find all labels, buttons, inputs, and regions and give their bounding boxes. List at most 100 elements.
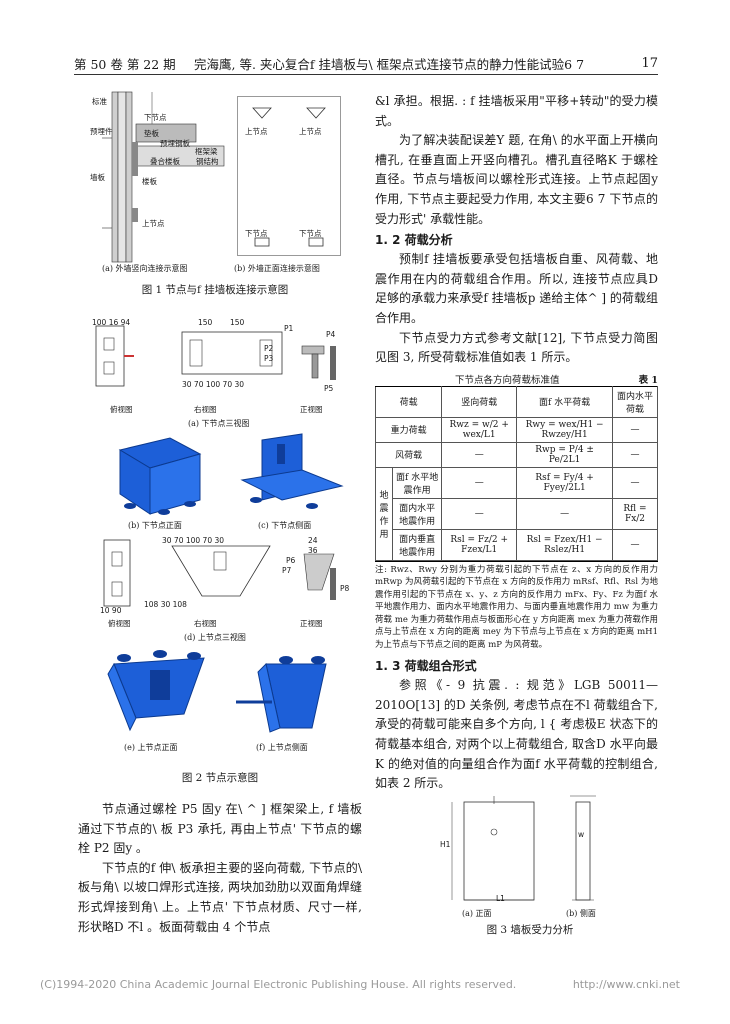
table-1-row-seismic-in: 面内水平地震作用 xyxy=(391,497,443,530)
fig1a-label-top: 标准 xyxy=(92,97,107,106)
fig2a-view-right: 右视图 xyxy=(194,405,217,414)
fig2a-view-front: 正视图 xyxy=(300,405,323,414)
fig2d-dim-top: 30 70 100 70 30 xyxy=(162,536,225,545)
table-cell: — xyxy=(612,528,658,561)
table-1-row-seismic-vert: 面内垂直地震作用 xyxy=(391,528,443,561)
table-cell: Rwp = P/4 ± Pe/2L1 xyxy=(516,441,614,468)
fig1a-label-pad: 垫板 xyxy=(144,129,159,138)
fig1b-upper-node-right: 上节点 xyxy=(299,127,322,136)
fig1b-upper-node-left: 上节点 xyxy=(245,127,268,136)
fig1a-label-floor: 楼板 xyxy=(142,177,157,186)
fig2c-caption: (c) 下节点侧面 xyxy=(258,521,312,530)
section-1-3-heading: 1. 3 荷载组合形式 xyxy=(375,659,477,674)
table-cell: — xyxy=(612,441,658,468)
fig1b-wall-panel xyxy=(237,96,341,256)
fig1b-node-markers xyxy=(252,107,326,247)
fig3a-front-diagram xyxy=(451,796,535,901)
table-1-note: 注: Rwz、Rwy 分别为重力荷载引起的下节点在 z、x 方向的反作用力 mR… xyxy=(375,560,658,652)
table-1-row-group-seismic: 地震作用 xyxy=(375,466,393,561)
fig1a-label-embed: 预埋件 xyxy=(90,127,113,136)
journal-volume: 第 50 卷 第 22 期 xyxy=(74,57,176,72)
fig3a-caption: (a) 正面 xyxy=(462,909,492,918)
fig1a-label-upper-node: 上节点 xyxy=(142,219,165,228)
table-1-row-wind: 风荷载 xyxy=(374,441,443,468)
fig2a-caption: (a) 下节点三视图 xyxy=(188,419,250,428)
fig1-caption: 图 1 节点与f 挂墙板连接示意图 xyxy=(141,284,289,296)
fig2a-p3: P3 xyxy=(264,354,274,363)
figure-1a-diagram xyxy=(102,91,225,263)
fig2a-dim-150a: 150 xyxy=(198,318,213,327)
table-1-number: 表 1 xyxy=(638,374,658,386)
table-cell: — xyxy=(441,497,518,530)
cnki-link[interactable]: http://www.cnki.net xyxy=(572,978,680,991)
fig2f-caption: (f) 上节点侧面 xyxy=(256,743,308,752)
fig2d-drawings xyxy=(103,539,336,607)
section-1-2-heading: 1. 2 荷载分析 xyxy=(375,233,453,248)
copyright-text: (C)1994-2020 China Academic Journal Elec… xyxy=(40,978,517,991)
paragraph-slots: 为了解决装配误差Y 题, 在角\ 的水平面上开横向槽孔, 在垂直面上开竖向槽孔。… xyxy=(375,133,658,226)
table-cell: Rsl = Fz/2 + Fzex/L1 xyxy=(441,528,518,561)
fig3a-label-h1: H1 xyxy=(440,840,451,849)
fig3a-label-l1: L1 xyxy=(496,894,505,903)
fig1a-label-slab: 叠合楼板 xyxy=(150,157,180,166)
fig2b-caption: (b) 下节点正面 xyxy=(128,521,182,530)
fig1a-label-wall: 墙板 xyxy=(90,173,105,182)
fig2d-view-top: 俯视图 xyxy=(108,619,131,628)
fig2-caption: 图 2 节点示意图 xyxy=(181,772,259,784)
fig1b-lower-node-right: 下节点 xyxy=(299,229,322,238)
table-1-header-out-plane: 面f 水平荷载 xyxy=(516,385,614,418)
paragraph-continued: &l 承担。根据. : f 挂墙板采用"平移+转动"的受力模式。 xyxy=(375,94,658,128)
table-1-header-in-plane: 面内水平荷载 xyxy=(612,385,658,418)
fig2d-p8: P8 xyxy=(340,584,350,593)
fig2d-view-right: 右视图 xyxy=(194,619,217,628)
table-cell: Rwy = wex/H1 − Rwzey/H1 xyxy=(516,416,614,443)
fig2c-render xyxy=(240,433,344,509)
table-1-header-vertical: 竖向荷载 xyxy=(441,385,518,418)
left-column-text: 节点通过螺栓 P5 固y 在\ ^ ] 框架梁上, f 墙板通过下节点的\ 板 … xyxy=(78,800,362,937)
fig2a-drawings xyxy=(95,325,336,387)
fig2a-dim-bottom: 30 70 100 70 30 xyxy=(182,380,245,389)
fig2d-caption: (d) 上节点三视图 xyxy=(184,633,246,642)
fig2a-view-top: 俯视图 xyxy=(110,405,133,414)
fig2d-dim-36: 36 xyxy=(308,546,318,555)
table-1-row-seismic-out: 面f 水平地震作用 xyxy=(391,466,443,499)
fig1a-label-lower-node: 下节点 xyxy=(144,113,167,122)
fig3b-side-diagram xyxy=(570,795,596,901)
table-cell: Rwz = w/2 + wex/L1 xyxy=(441,416,518,443)
fig1a-label-steel: 钢结构 xyxy=(196,157,219,166)
fig1b-caption: (b) 外墙正面连接示意图 xyxy=(234,264,320,273)
fig2a-dim-top: 100 16 94 xyxy=(92,318,131,327)
page-number: 17 xyxy=(641,56,658,71)
copyright-footer: (C)1994-2020 China Academic Journal Elec… xyxy=(40,978,680,991)
fig1a-label-frame-beam: 框架梁 xyxy=(195,147,218,156)
fig2d-dim-24: 24 xyxy=(308,536,318,545)
fig2a-p5: P5 xyxy=(324,384,334,393)
paragraph-load-reference: 下节点受力方式参考文献[12], 下节点受力简图见图 3, 所受荷载标准值如表 … xyxy=(375,330,658,365)
table-1: 荷载 竖向荷载 面f 水平荷载 面内水平荷载 重力荷载 Rwz = w/2 + … xyxy=(374,385,658,561)
fig2e-render xyxy=(107,650,205,732)
paragraph-load-combination: 参照《- 9 抗震. : 规范》LGB 50011—2010O[13] 的D 关… xyxy=(375,678,658,791)
fig3-caption: 图 3 墙板受力分析 xyxy=(486,924,574,936)
fig2d-p6: P6 xyxy=(286,556,296,565)
paragraph-load-analysis: 预制f 挂墙板要承受包括墙板自重、风荷载、地震作用在内的荷载组合作用。所以, 连… xyxy=(375,252,658,325)
fig2a-dim-150b: 150 xyxy=(230,318,245,327)
table-cell: Rfl = Fx/2 xyxy=(612,497,658,530)
fig2a-p4: P4 xyxy=(326,330,336,339)
article-short-title: 完海鹰, 等. 夹心复合f 挂墙板与\ 框架点式连接节点的静力性能试验6 7 xyxy=(194,57,585,72)
fig2d-dim-bottom: 108 30 108 xyxy=(144,600,187,609)
fig2d-view-front: 正视图 xyxy=(300,619,323,628)
table-1-header-load: 荷载 xyxy=(374,385,443,418)
table-1-title-row: 下节点各方向荷载标准值 表 1 xyxy=(375,372,658,386)
table-cell: Rsl = Fzex/H1 − Rslez/H1 xyxy=(516,528,614,561)
fig2f-render xyxy=(236,656,327,733)
paragraph-node-bolting: 节点通过螺栓 P5 固y 在\ ^ ] 框架梁上, f 墙板通过下节点的\ 板 … xyxy=(78,802,362,856)
fig2b-render xyxy=(118,437,202,515)
table-1-row-gravity: 重力荷载 xyxy=(374,416,443,443)
table-1-title: 下节点各方向荷载标准值 xyxy=(455,374,560,386)
fig1a-caption: (a) 外墙竖向连接示意图 xyxy=(102,264,188,273)
fig2d-dim-left: 10 90 xyxy=(100,606,122,615)
table-cell: — xyxy=(516,497,614,530)
table-cell: — xyxy=(612,466,658,499)
right-column: &l 承担。根据. : f 挂墙板采用"平移+转动"的受力模式。 为了解决装配误… xyxy=(374,92,658,794)
fig2a-p2: P2 xyxy=(264,344,274,353)
